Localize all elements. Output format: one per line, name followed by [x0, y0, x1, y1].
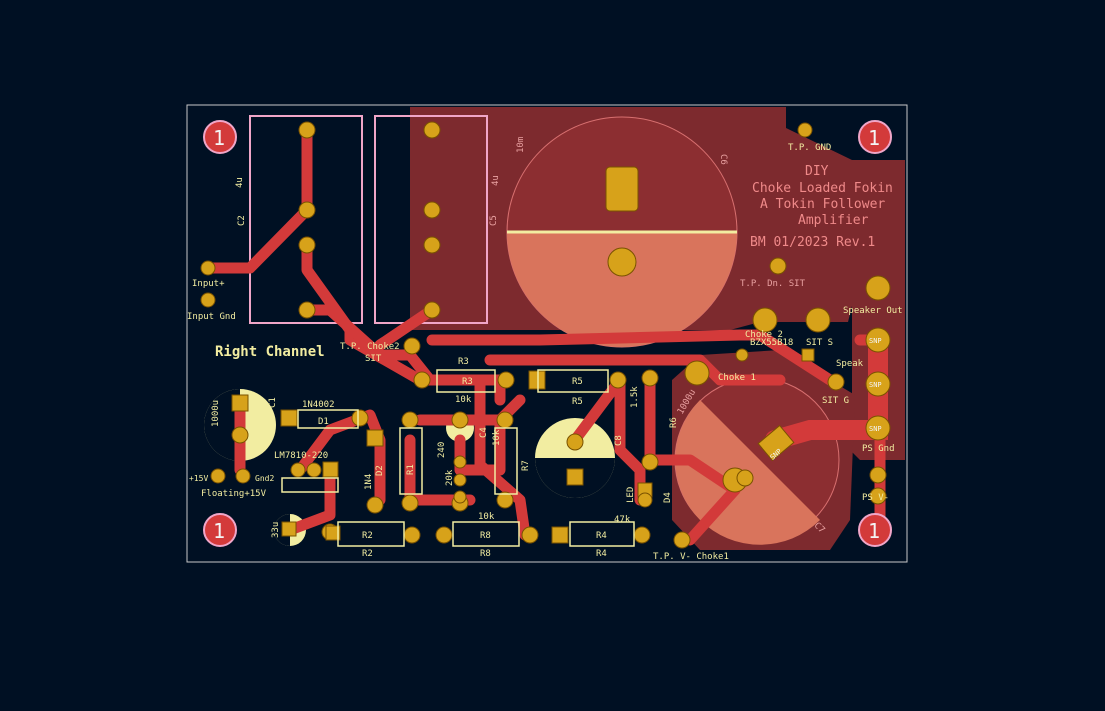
c5-outline — [374, 115, 488, 324]
label-r6: R6 — [669, 417, 679, 428]
label-tp-gnd: T.P. GND — [788, 143, 831, 153]
label-d2-val: 1N4 — [364, 474, 374, 490]
mounting-holes: 1 1 1 1 — [203, 120, 892, 547]
label-input-gnd: Input Gnd — [187, 312, 236, 322]
label-c2: C2 — [237, 215, 247, 226]
label-c8: C8 — [614, 435, 624, 446]
label-c4: C4 — [479, 427, 489, 438]
label-r1: R1 — [406, 464, 416, 475]
label-tp-vminus: T.P. V- Choke1 — [653, 552, 729, 562]
label-r5-b: R5 — [572, 397, 583, 407]
label-r4-val: 47k — [614, 515, 631, 525]
c2-outline — [249, 115, 363, 324]
label-choke2: Choke 2 — [745, 330, 783, 340]
label-r1-val: 240 — [437, 442, 447, 458]
label-r3-val: 10k — [455, 395, 472, 405]
c6-half — [507, 232, 737, 347]
label-c1: C1 — [268, 397, 278, 408]
label-r8-val: 10k — [478, 512, 495, 522]
label-r8-b: R8 — [480, 549, 491, 559]
hole-label-tr: 1 — [868, 126, 880, 150]
resistor-outlines — [281, 369, 635, 547]
label-snp-4: SNP — [869, 425, 882, 433]
label-c2-val: 4u — [235, 177, 245, 188]
label-c3-val: 33u — [271, 522, 281, 538]
label-c5: C5 — [489, 215, 499, 226]
label-snp-3: SNP — [869, 381, 882, 389]
label-snp-2: SNP — [869, 337, 882, 345]
label-ps-gnd: PS Gnd — [862, 444, 895, 454]
pads — [200, 121, 891, 549]
label-ps-vminus: PS V- — [862, 493, 889, 503]
label-d1-ref: D1 — [318, 417, 329, 427]
title-line1: DIY — [805, 164, 829, 179]
label-tp-choke2: T.P. Choke2 — [340, 342, 400, 352]
label-plus15v: +15V — [189, 474, 208, 483]
label-sit-g: SIT G — [822, 396, 849, 406]
label-speaker: Speak — [836, 359, 864, 369]
label-r7-val: 10k — [492, 429, 502, 446]
title-line5: BM 01/2023 Rev.1 — [750, 235, 875, 250]
hole-label-br: 1 — [868, 519, 880, 543]
label-c5-val: 4u — [491, 175, 501, 186]
title-line4: Amplifier — [798, 213, 869, 228]
label-r14: 1.5k — [630, 386, 640, 408]
label-r7: R7 — [521, 460, 531, 471]
label-d4: D4 — [663, 492, 673, 503]
label-choke1: Choke 1 — [718, 373, 756, 383]
title-line2: Choke Loaded Fokin — [752, 181, 893, 196]
label-c6: C6 — [718, 154, 728, 165]
title-line3: A Tokin Follower — [760, 197, 885, 212]
label-speaker-out: Speaker Out — [843, 306, 903, 316]
label-gnd2: Gnd2 — [255, 474, 274, 483]
label-zener: BZX55B18 — [750, 338, 793, 348]
label-r5: R5 — [572, 377, 583, 387]
label-d2: D2 — [375, 465, 385, 476]
label-r20k: 20k — [445, 469, 455, 486]
hole-label-tl: 1 — [213, 126, 225, 150]
hole-label-bl: 1 — [213, 519, 225, 543]
label-led: LED — [626, 487, 636, 503]
label-tp-sit-drain: T.P. Dn. SIT — [740, 279, 806, 289]
label-sit-s: SIT S — [806, 338, 833, 348]
label-r4-b: R4 — [596, 549, 607, 559]
label-input-plus: Input+ — [192, 279, 225, 289]
label-r2-b: R2 — [362, 549, 373, 559]
label-lm-reg: LM7810-220 — [274, 451, 328, 461]
label-r8: R8 — [480, 531, 491, 541]
label-floating15v: Floating+15V — [201, 489, 267, 499]
label-sit: SIT — [365, 354, 382, 364]
label-c6-val: 10m — [516, 137, 526, 153]
label-r3: R3 — [458, 357, 469, 367]
channel-label: Right Channel — [215, 344, 325, 360]
label-c1-val: 1000u — [211, 400, 221, 427]
label-r2: R2 — [362, 531, 373, 541]
label-r3-b: R3 — [462, 377, 473, 387]
label-r4: R4 — [596, 531, 607, 541]
label-d1: 1N4002 — [302, 400, 335, 410]
